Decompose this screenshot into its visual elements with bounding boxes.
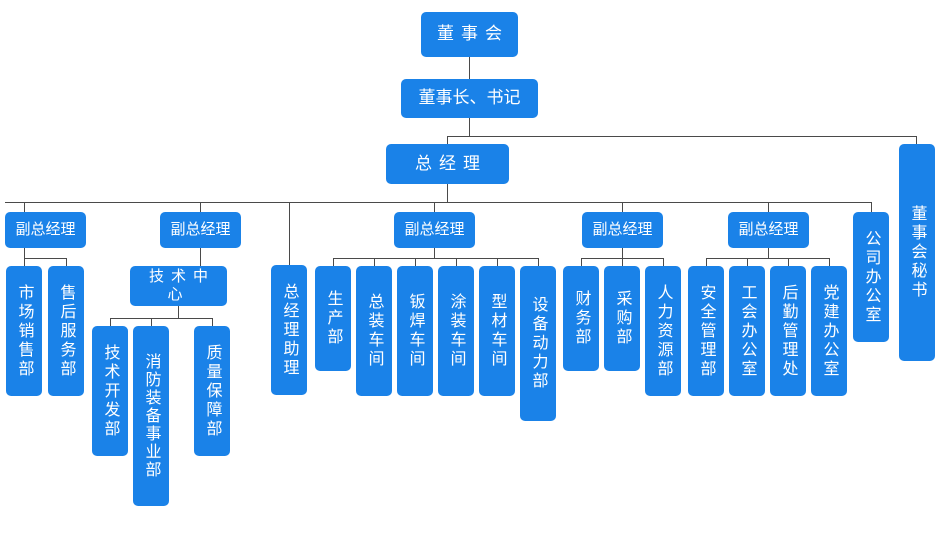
node-hr-dept[interactable]: 人力资源部 bbox=[645, 266, 681, 396]
connector-techcenter-stub bbox=[178, 306, 179, 318]
connector-deputy4-child-2 bbox=[622, 258, 623, 266]
connector-deputy5-bus bbox=[706, 258, 829, 259]
node-quality-assurance-dept[interactable]: 质量保障部 bbox=[194, 326, 230, 456]
node-board-of-directors[interactable]: 董事会 bbox=[421, 12, 518, 57]
node-deputy-gm-3[interactable]: 副总经理 bbox=[394, 212, 475, 248]
connector-techcenter-child-2 bbox=[151, 318, 152, 326]
connector-deputy1-child-1 bbox=[24, 258, 25, 266]
connector-deputy3-bus bbox=[333, 258, 539, 259]
connector-deputy4-stub bbox=[622, 248, 623, 258]
connector-gm-to-deputy-1 bbox=[24, 202, 25, 212]
connector-board-to-chairman bbox=[469, 57, 470, 79]
node-gm-assistant[interactable]: 总经理助理 bbox=[271, 265, 307, 395]
connector-chairman-stub bbox=[469, 118, 470, 136]
connector-deputy3-child-2 bbox=[374, 258, 375, 266]
connector-deputy3-child-5 bbox=[497, 258, 498, 266]
connector-techcenter-child-1 bbox=[110, 318, 111, 326]
node-production-dept[interactable]: 生产部 bbox=[315, 266, 351, 371]
connector-techcenter-bus bbox=[110, 318, 212, 319]
connector-deputy5-child-2 bbox=[747, 258, 748, 266]
connector-techcenter-child-3 bbox=[212, 318, 213, 326]
node-general-manager[interactable]: 总经理 bbox=[386, 144, 509, 184]
connector-gm-bus bbox=[5, 202, 872, 203]
node-union-office[interactable]: 工会办公室 bbox=[729, 266, 765, 396]
connector-deputy2-stub bbox=[200, 248, 201, 266]
node-market-sales-dept[interactable]: 市场销售部 bbox=[6, 266, 42, 396]
connector-gm-to-deputy-3 bbox=[434, 202, 435, 212]
connector-to-general-manager bbox=[447, 136, 448, 144]
node-painting-workshop[interactable]: 涂装车间 bbox=[438, 266, 474, 396]
node-finance-dept[interactable]: 财务部 bbox=[563, 266, 599, 371]
connector-deputy4-child-3 bbox=[663, 258, 664, 266]
node-deputy-gm-2[interactable]: 副总经理 bbox=[160, 212, 241, 248]
node-tech-center[interactable]: 技术中心 bbox=[130, 266, 227, 306]
connector-gm-to-deputy-5 bbox=[768, 202, 769, 212]
connector-gm-to-gm-assistant bbox=[289, 202, 290, 265]
connector-deputy3-stub bbox=[434, 248, 435, 258]
node-deputy-gm-4[interactable]: 副总经理 bbox=[582, 212, 663, 248]
connector-deputy1-stub bbox=[24, 248, 25, 258]
node-procurement-dept[interactable]: 采购部 bbox=[604, 266, 640, 371]
connector-gm-to-company-office bbox=[871, 202, 872, 212]
connector-gm-to-deputy-2 bbox=[200, 202, 201, 212]
connector-deputy4-child-1 bbox=[581, 258, 582, 266]
connector-deputy5-child-4 bbox=[829, 258, 830, 266]
node-after-sales-dept[interactable]: 售后服务部 bbox=[48, 266, 84, 396]
node-safety-mgmt-dept[interactable]: 安全管理部 bbox=[688, 266, 724, 396]
node-chairman-secretary[interactable]: 董事长、书记 bbox=[401, 79, 538, 118]
connector-deputy5-child-3 bbox=[788, 258, 789, 266]
node-company-office[interactable]: 公司办公室 bbox=[853, 212, 889, 342]
connector-deputy5-child-1 bbox=[706, 258, 707, 266]
node-board-secretary[interactable]: 董事会秘书 bbox=[899, 144, 935, 361]
node-profile-workshop[interactable]: 型材车间 bbox=[479, 266, 515, 396]
connector-to-board-secretary bbox=[916, 136, 917, 144]
connector-deputy3-child-6 bbox=[538, 258, 539, 266]
connector-deputy1-bus bbox=[24, 258, 67, 259]
connector-deputy3-child-4 bbox=[456, 258, 457, 266]
node-party-building-office[interactable]: 党建办公室 bbox=[811, 266, 847, 396]
connector-chairman-bus bbox=[447, 136, 917, 137]
node-equipment-power-dept[interactable]: 设备动力部 bbox=[520, 266, 556, 421]
connector-deputy3-child-3 bbox=[415, 258, 416, 266]
connector-deputy5-stub bbox=[768, 248, 769, 258]
node-assembly-workshop[interactable]: 总装车间 bbox=[356, 266, 392, 396]
node-fire-equipment-division[interactable]: 消防装备事业部 bbox=[133, 326, 169, 506]
connector-deputy1-child-2 bbox=[66, 258, 67, 266]
connector-deputy3-child-1 bbox=[333, 258, 334, 266]
node-logistics-mgmt-office[interactable]: 后勤管理处 bbox=[770, 266, 806, 396]
node-sheet-welding-workshop[interactable]: 钣焊车间 bbox=[397, 266, 433, 396]
node-deputy-gm-1[interactable]: 副总经理 bbox=[5, 212, 86, 248]
connector-gm-stub bbox=[447, 184, 448, 202]
node-tech-dev-dept[interactable]: 技术开发部 bbox=[92, 326, 128, 456]
connector-gm-to-deputy-4 bbox=[622, 202, 623, 212]
node-deputy-gm-5[interactable]: 副总经理 bbox=[728, 212, 809, 248]
